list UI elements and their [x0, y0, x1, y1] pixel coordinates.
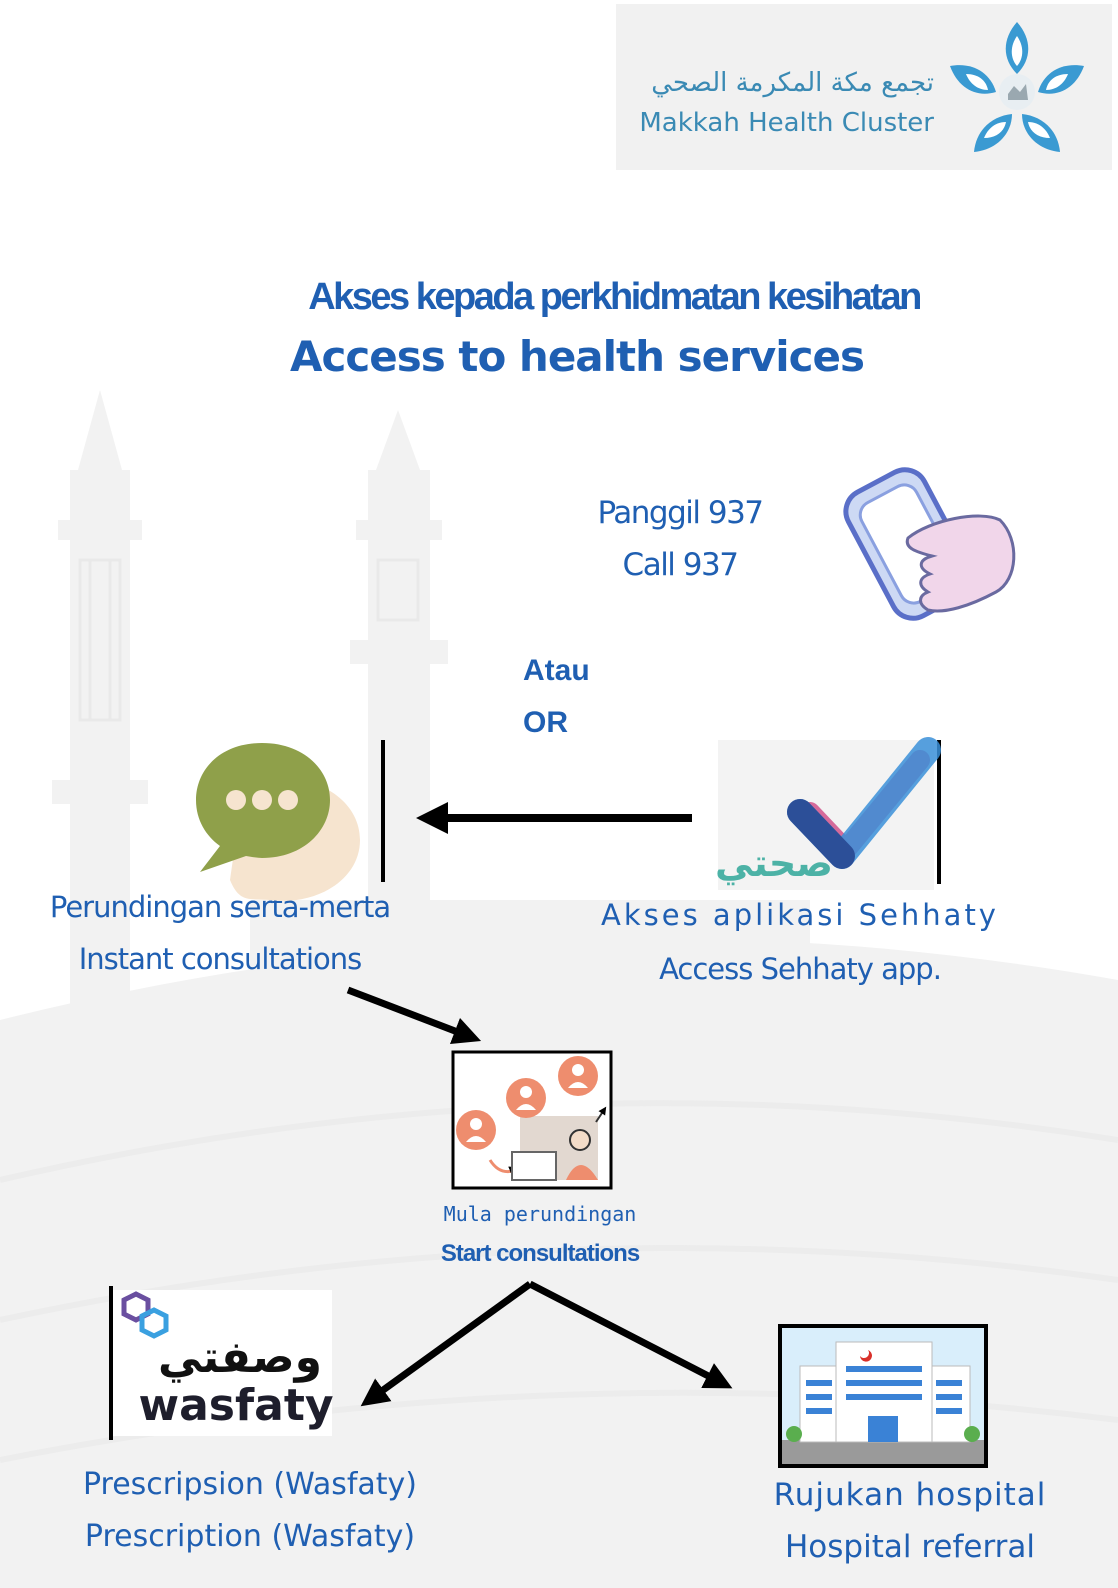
- arrow-start-to-wasfaty: [360, 1281, 533, 1407]
- start-label-english: Start consultations: [440, 1240, 640, 1267]
- or-label-malay: Atau: [523, 654, 590, 687]
- agent-headset-icon: [569, 1129, 591, 1151]
- instant-label-english: Instant consultations: [78, 942, 363, 976]
- logo-english-text: Makkah Health Cluster: [639, 108, 934, 138]
- phone-hand-icon: [843, 467, 1016, 621]
- chat-bubble-icon: [196, 743, 360, 901]
- title-malay: Akses kepada perkhidmatan kesihatan: [308, 276, 922, 318]
- sehhaty-logo-text: صحتي: [715, 841, 833, 885]
- call-label-english: Call 937: [622, 547, 739, 583]
- star-emblem-icon: [950, 22, 1084, 152]
- sehhaty-app-icon: صحتي: [715, 737, 941, 890]
- consultation-illustration: [451, 1050, 613, 1190]
- wasfaty-label-english: Prescription (Wasfaty): [84, 1519, 416, 1554]
- hospital-label-malay: Rujukan hospital: [773, 1477, 1047, 1513]
- instant-label-malay: Perundingan serta-merta: [49, 890, 391, 924]
- or-label-english: OR: [523, 706, 568, 739]
- logo-arabic-text: تجمع مكة المكرمة الصحي: [651, 68, 934, 98]
- start-label-malay: Mula perundingan: [443, 1202, 637, 1226]
- sehhaty-label-malay: Akses aplikasi Sehhaty: [601, 898, 999, 932]
- call-label-malay: Panggil 937: [597, 495, 764, 531]
- sehhaty-label-english: Access Sehhaty app.: [659, 952, 942, 986]
- title-english: Access to health services: [289, 332, 865, 381]
- wasfaty-latin-text: wasfaty: [138, 1380, 333, 1431]
- makkah-health-cluster-logo: تجمع مكة المكرمة الصحي Makkah Health Clu…: [616, 4, 1112, 170]
- hospital-label-english: Hospital referral: [784, 1529, 1035, 1565]
- hospital-building-icon: [778, 1324, 988, 1468]
- arrow-start-to-hospital: [528, 1280, 733, 1389]
- wasfaty-logo: وصفتي wasfaty: [109, 1286, 334, 1440]
- wasfaty-arabic-text: وصفتي: [158, 1332, 322, 1383]
- wasfaty-label-malay: Prescripsion (Wasfaty): [82, 1467, 418, 1502]
- arrow-instant-to-start: [346, 986, 482, 1045]
